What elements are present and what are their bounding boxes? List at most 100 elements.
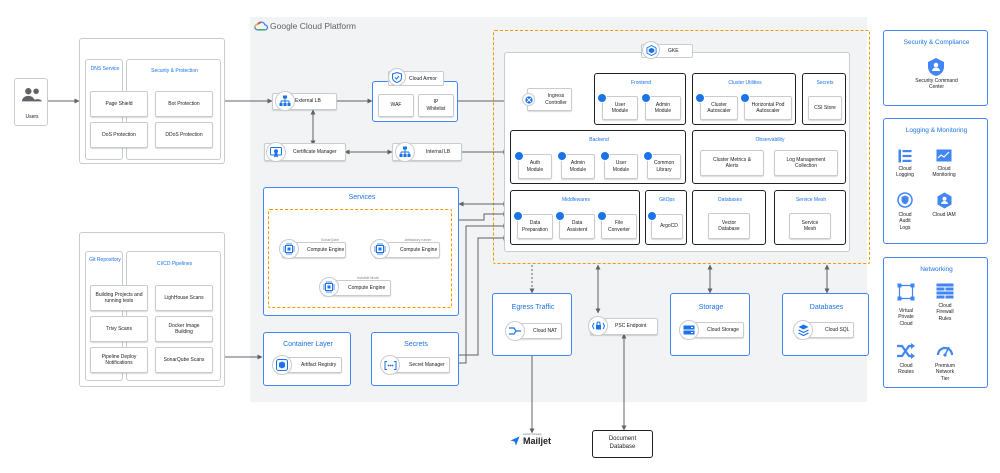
ingress-controller-card[interactable]: Ingress Controller — [527, 88, 572, 111]
users-label: Users — [25, 114, 39, 120]
cloud-sql-label: Cloud SQL — [825, 326, 850, 333]
services-to-gke-2 — [459, 211, 509, 221]
container-layer-title: Container Layer — [283, 341, 333, 348]
storage-title: Storage — [698, 304, 724, 311]
secrets-to-gke — [459, 235, 509, 356]
logging-monitoring-box: Logging & Monitoring Cloud Logging Cloud… — [883, 118, 988, 244]
page-shield-card[interactable]: Page Shield — [90, 91, 148, 117]
horizontal-pod-autoscaler-card[interactable]: Horizontal Pod Autoscaler — [744, 96, 792, 120]
trivy-scans-card[interactable]: Trivy Scans — [90, 316, 148, 342]
pod-icon — [597, 93, 607, 103]
pod-icon — [555, 211, 565, 221]
mailjet-small-text: a sinch company — [523, 433, 542, 436]
document-database-box[interactable]: Document Database — [592, 430, 653, 458]
mailjet-logo: a sinch company Mailjet — [510, 433, 558, 449]
paper-plane-icon — [510, 436, 520, 446]
cloud-monitoring-icon — [936, 149, 952, 162]
compute-engine-icon — [319, 277, 339, 297]
auth-module-card[interactable]: Auth Module — [518, 154, 552, 179]
common-library-card[interactable]: Common Library — [647, 154, 681, 179]
sonarqube-scans-card[interactable]: SonarQube Scans — [155, 347, 213, 373]
artifactory-runner-caption: Artifactory runner — [404, 238, 432, 242]
lighthouse-scans-card[interactable]: LighHouse Scans — [155, 285, 213, 311]
cluster-autoscaler-card[interactable]: Cluster Autoscaler — [700, 96, 738, 120]
cloud-audit-logs-icon — [897, 192, 913, 208]
ip-whitelist-card[interactable]: IP Whitelist — [418, 94, 454, 117]
cicd-pipelines-title: CI/CD Pipelines — [156, 261, 193, 267]
sonarqube-caption: SonarQube — [321, 238, 339, 242]
artifact-registry-icon — [272, 355, 292, 375]
psc-endpoint-icon — [588, 316, 608, 336]
gke-region — [493, 30, 870, 264]
pod-icon — [597, 211, 607, 221]
gke-title: GKE — [668, 48, 679, 54]
admin-module-card[interactable]: Admin Module — [645, 96, 681, 120]
services-title: Services — [348, 194, 376, 201]
secrets-title: Secrets — [404, 341, 428, 348]
internal-lb-label: Internal LB — [426, 148, 451, 155]
service-mesh-title: Service Mesh — [795, 197, 827, 203]
gcp-logo-text: Google Cloud Platform — [270, 21, 356, 31]
services-inner-region — [268, 209, 452, 308]
users-icon — [21, 88, 43, 102]
cloud-storage-icon — [679, 320, 699, 340]
networking-box: Networking Virtual Private Cloud Cloud F… — [883, 257, 988, 388]
dos-protection-card[interactable]: DoS Protection — [90, 122, 148, 148]
users-box[interactable]: Users — [14, 78, 48, 126]
cloud-iam-label: Cloud IAM — [932, 212, 956, 218]
compute-engine-card-3[interactable]: Compute Engine — [323, 280, 391, 296]
compute-engine-icon — [370, 239, 390, 259]
git-repository-title: Git Repository — [89, 257, 121, 263]
file-converter-card[interactable]: File Converter — [601, 214, 637, 239]
logging-monitoring-title: Logging & Monitoring — [905, 127, 968, 134]
cloud-sql-icon — [793, 320, 813, 340]
invisible-mode-caption: Invisible Mode — [356, 276, 380, 280]
frontend-title: Frontend — [630, 80, 651, 86]
cloud-nat-icon — [505, 321, 525, 341]
pipeline-deploy-notifications-card[interactable]: Pipeline Deploy Notifications — [90, 347, 148, 373]
cluster-utilities-title: Cluster Utilities — [728, 80, 762, 86]
certificate-icon — [266, 142, 286, 162]
databases-title: Databases — [809, 304, 844, 311]
log-management-collection-card[interactable]: Log Management Collection — [774, 150, 838, 176]
cloud-firewall-rules-icon — [936, 283, 954, 299]
service-mesh-card[interactable]: Service Mesh — [789, 213, 831, 239]
secret-manager-icon — [380, 355, 400, 375]
user-module-card[interactable]: User Module — [602, 96, 638, 120]
security-compliance-box: Security & Compliance Security Command C… — [883, 30, 988, 106]
gke-icon — [642, 41, 660, 59]
pod-icon — [513, 211, 523, 221]
artifact-registry-label: Artifact Registry — [301, 361, 337, 368]
cloud-nat-label: Cloud NAT — [533, 327, 558, 334]
vector-database-card[interactable]: Vector Database — [708, 213, 750, 239]
pod-icon — [557, 151, 567, 161]
virtual-private-cloud-icon — [897, 283, 915, 301]
bot-protection-card[interactable]: Bot Protection — [155, 91, 213, 117]
backend-user-module-card[interactable]: User Module — [604, 154, 638, 179]
secret-manager-label: Secret Manager — [409, 361, 445, 368]
backend-admin-module-card[interactable]: Admin Module — [561, 154, 595, 179]
pod-icon — [600, 151, 610, 161]
docker-image-building-card[interactable]: Docker Image Building — [155, 316, 213, 342]
autoscaler-icon — [695, 93, 705, 103]
data-preparation-card[interactable]: Data Preparation — [517, 214, 553, 239]
cloud-routes-label: Cloud Routes — [898, 363, 914, 376]
networking-title: Networking — [920, 266, 953, 273]
psc-endpoint-label: PSC Endpoint — [615, 323, 647, 330]
gcp-logo: Google Cloud Platform — [254, 20, 356, 32]
compute-engine-icon — [279, 239, 299, 259]
waf-card[interactable]: WAF — [378, 94, 414, 117]
cloud-storage-label: Cloud Storage — [707, 326, 739, 333]
virtual-private-cloud-label: Virtual Private Cloud — [898, 308, 914, 327]
pod-icon — [641, 93, 651, 103]
compute-engine-label-2: Compute Engine — [400, 246, 438, 253]
building-projects-card[interactable]: Building Projects and running tests — [90, 285, 148, 311]
cluster-metrics-alerts-card[interactable]: Cluster Metrics & Alerts — [700, 150, 764, 176]
data-assistent-card[interactable]: Data Assistent — [559, 214, 595, 239]
egress-traffic-title: Egress Traffic — [511, 304, 555, 311]
argocd-icon — [647, 211, 657, 221]
middlewares-title: Middlewares — [561, 197, 591, 203]
gke-secrets-title: Secrets — [816, 80, 834, 86]
csi-store-card[interactable]: CSI Store — [808, 96, 842, 120]
ddos-protection-card[interactable]: DDoS Protection — [155, 122, 213, 148]
